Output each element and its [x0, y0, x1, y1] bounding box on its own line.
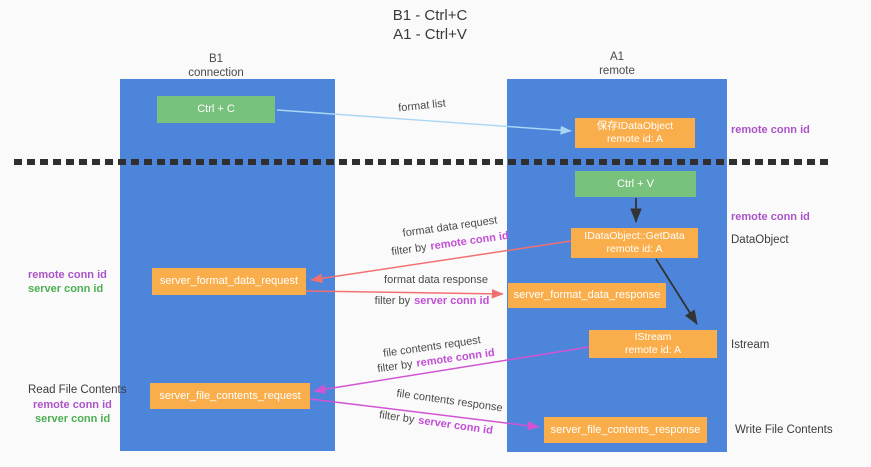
- label-remote-conn-id-top: remote conn id: [731, 124, 810, 136]
- lifeline-header-a1: A1 remote: [547, 50, 687, 78]
- lifeline-a1-role: remote: [599, 65, 635, 77]
- label-left-remote-conn-2: remote conn id: [33, 399, 112, 411]
- filter-server-conn-value-1: server conn id: [414, 295, 490, 307]
- box-getdata-line1: IDataObject::GetData: [584, 230, 685, 242]
- box-save-idataobject-line2: remote id: A: [606, 133, 664, 145]
- label-write-file-contents: Write File Contents: [735, 424, 833, 436]
- label-file-contents-response: file contents response: [395, 387, 504, 415]
- lifeline-header-b1: B1 connection: [146, 52, 286, 80]
- box-istream-line2: remote id: A: [624, 344, 682, 356]
- label-dataobject: DataObject: [731, 234, 789, 246]
- filter-by-text-3: filter by: [376, 358, 414, 376]
- label-left-remote-conn-1: remote conn id: [28, 269, 107, 281]
- box-server-file-contents-response: server_file_contents_response: [544, 417, 707, 443]
- box-save-idataobject-line1: 保存IDataObject: [596, 120, 674, 132]
- arrow-format-data-response: [305, 289, 504, 299]
- lifeline-a1-name: A1: [609, 51, 625, 63]
- box-save-idataobject: 保存IDataObject remote id: A: [575, 118, 695, 148]
- filter-by-text-2: filter by: [374, 295, 411, 307]
- box-istream-line1: IStream: [634, 331, 672, 343]
- box-istream: IStream remote id: A: [589, 330, 717, 358]
- label-format-data-response: format data response: [384, 274, 488, 286]
- box-server-file-contents-request-label: server_file_contents_request: [159, 389, 301, 402]
- label-format-list: format list: [397, 97, 447, 115]
- diagram-title: B1 - Ctrl+C A1 - Ctrl+V: [330, 6, 530, 44]
- lifeline-b1-role: connection: [188, 67, 244, 79]
- dashed-divider: [14, 159, 833, 165]
- box-server-file-contents-response-label: server_file_contents_response: [550, 423, 701, 436]
- label-istream: Istream: [731, 339, 770, 351]
- box-ctrl-c: Ctrl + C: [157, 96, 275, 123]
- box-server-format-data-request-label: server_format_data_request: [159, 275, 299, 287]
- box-idataobject-getdata: IDataObject::GetData remote id: A: [571, 228, 698, 258]
- box-ctrl-v-label: Ctrl + V: [617, 177, 654, 190]
- label-left-server-conn-2: server conn id: [35, 413, 111, 425]
- title-line-1: B1 - Ctrl+C: [392, 7, 468, 24]
- box-server-format-data-response-label: server_format_data_response: [513, 289, 661, 301]
- filter-server-conn-value-2: server conn id: [417, 414, 494, 437]
- filter-by-text-1: filter by: [390, 241, 428, 259]
- box-server-format-data-request: server_format_data_request: [152, 268, 306, 295]
- box-getdata-line2: remote id: A: [606, 243, 663, 255]
- label-left-server-conn-1: server conn id: [28, 283, 104, 295]
- box-ctrl-v: Ctrl + V: [575, 171, 696, 197]
- box-server-file-contents-request: server_file_contents_request: [150, 383, 310, 409]
- lifeline-b1-name: B1: [208, 53, 224, 65]
- label-read-file-contents: Read File Contents: [28, 384, 127, 396]
- box-server-format-data-response: server_format_data_response: [508, 283, 666, 308]
- box-ctrl-c-label: Ctrl + C: [197, 103, 235, 115]
- filter-by-text-4: filter by: [378, 409, 416, 426]
- label-remote-conn-id-mid: remote conn id: [731, 211, 810, 223]
- title-line-2: A1 - Ctrl+V: [393, 26, 467, 43]
